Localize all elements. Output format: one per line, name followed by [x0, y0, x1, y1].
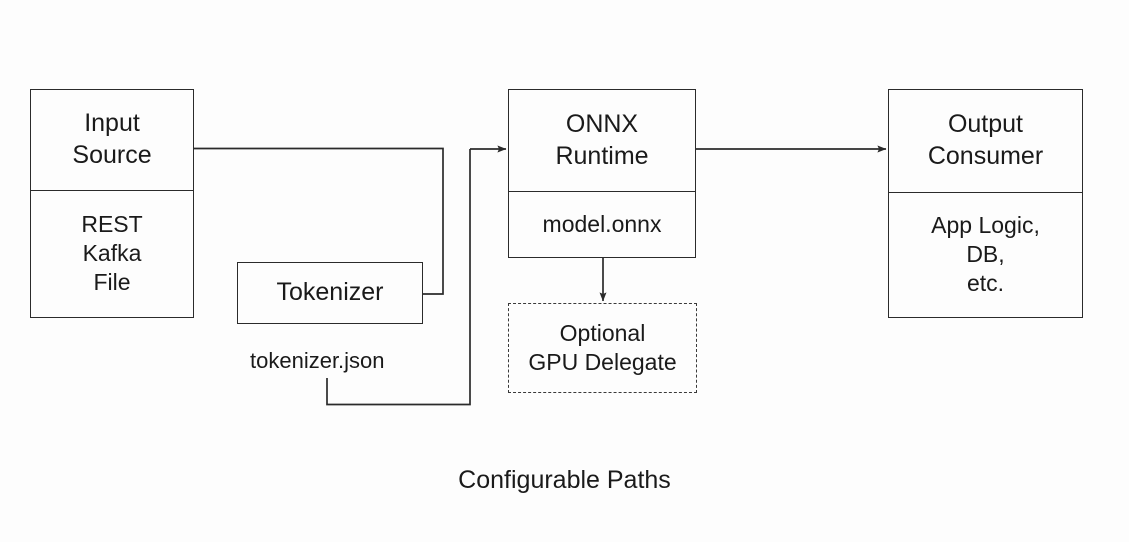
node-input-source-title: Input Source — [72, 109, 152, 169]
node-output-consumer-detail: App Logic, DB, etc. — [889, 191, 1082, 317]
node-input-source-detail: REST Kafka File — [31, 189, 193, 317]
node-tokenizer-title: Tokenizer — [276, 278, 384, 307]
node-input-source[interactable]: Input Source REST Kafka File — [30, 89, 194, 318]
node-onnx-runtime[interactable]: ONNX Runtime model.onnx — [508, 89, 696, 258]
node-onnx-runtime-detail: model.onnx — [509, 191, 695, 257]
tokenizer-file-label: tokenizer.json — [250, 348, 385, 373]
node-gpu-delegate-title: Optional GPU Delegate — [528, 320, 677, 375]
connector-tokenizer-to-onnx-runtime — [326, 149, 471, 406]
node-onnx-runtime-title: ONNX Runtime — [555, 110, 649, 170]
diagram-caption: Configurable Paths — [458, 466, 671, 494]
node-gpu-delegate[interactable]: Optional GPU Delegate — [508, 303, 697, 393]
node-tokenizer[interactable]: Tokenizer — [237, 262, 423, 324]
node-output-consumer-title: Output Consumer — [927, 110, 1044, 170]
node-output-consumer[interactable]: Output Consumer App Logic, DB, etc. — [888, 89, 1083, 318]
connector-input-source-to-tokenizer — [194, 147, 444, 295]
